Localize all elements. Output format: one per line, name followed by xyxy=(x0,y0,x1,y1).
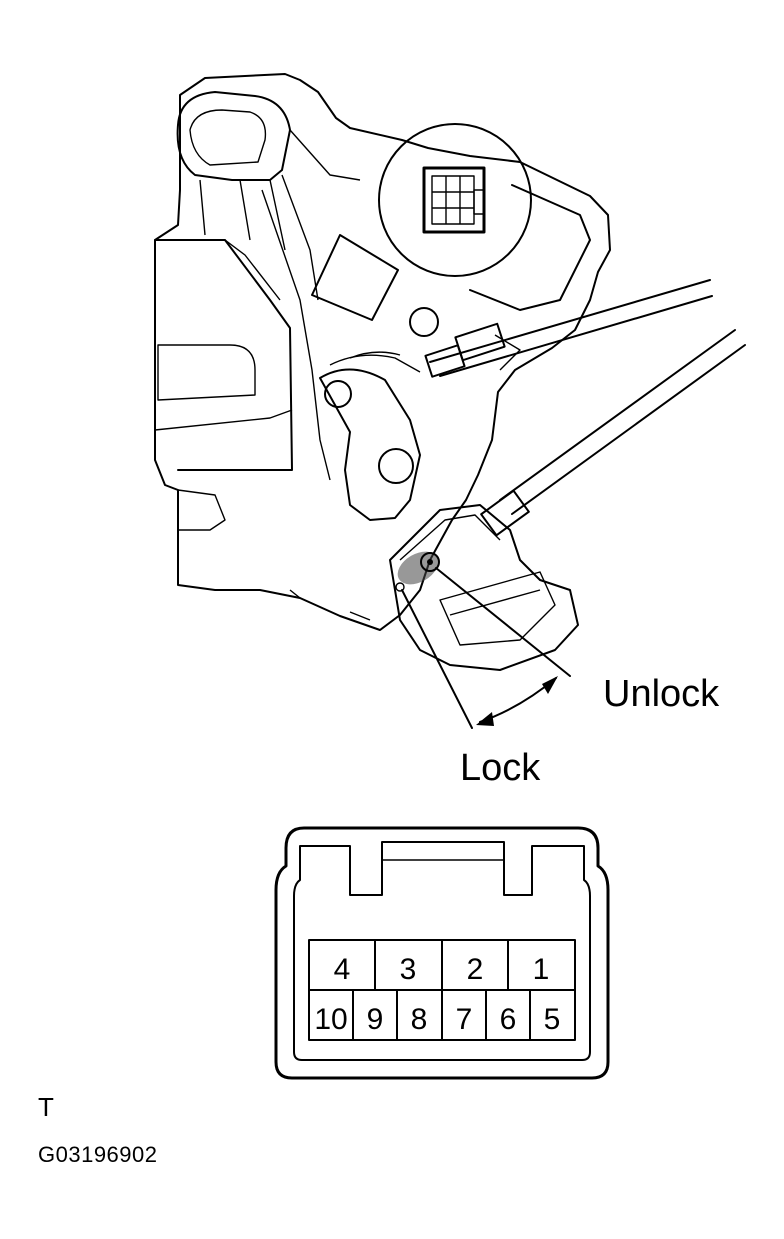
pin-10-label: 10 xyxy=(314,1003,347,1036)
lock-label: Lock xyxy=(460,747,541,789)
connector-face: 4 3 2 1 10 9 8 7 6 5 xyxy=(274,826,610,1080)
pin-6-label: 6 xyxy=(500,1003,517,1036)
pin-1-label: 1 xyxy=(533,953,550,986)
unlock-label: Unlock xyxy=(603,673,720,715)
pin-9-label: 9 xyxy=(367,1003,384,1036)
corner-letter: T xyxy=(38,1092,54,1122)
pin-4-label: 4 xyxy=(334,953,351,986)
lock-travel-indicator xyxy=(401,567,571,729)
lock-arrowhead-icon xyxy=(476,712,494,726)
pin-5-label: 5 xyxy=(544,1003,561,1036)
pin-8-label: 8 xyxy=(411,1003,428,1036)
pin-2-label: 2 xyxy=(467,953,484,986)
figure-code: G03196902 xyxy=(38,1142,158,1167)
unlock-arrowhead-icon xyxy=(542,676,558,694)
pin-3-label: 3 xyxy=(400,953,417,986)
door-lock-actuator-illustration xyxy=(154,73,746,671)
pin-7-label: 7 xyxy=(456,1003,473,1036)
